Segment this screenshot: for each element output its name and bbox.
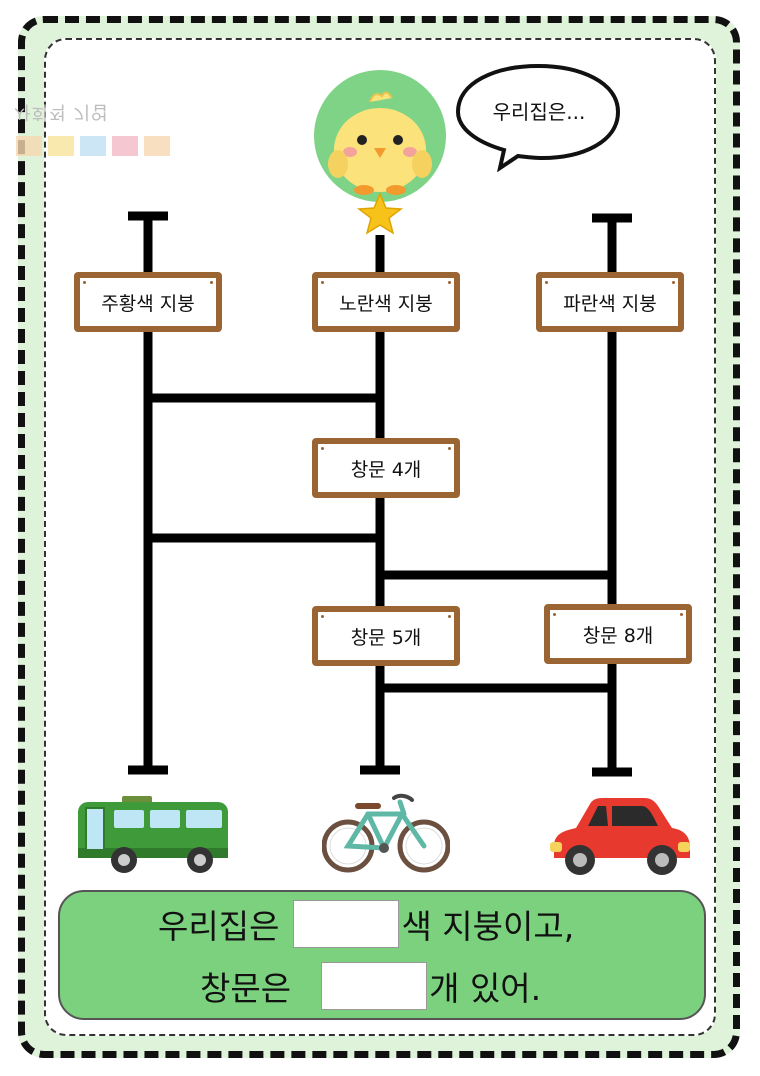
answer-text: 색 지붕이고,: [401, 907, 575, 946]
chick-character: [314, 70, 446, 235]
sign-label: 노란색 지붕: [339, 292, 433, 315]
sign-windows-4: 창문 4개: [312, 438, 460, 498]
answer-text: 우리집은: [158, 907, 280, 946]
sign-roof-blue: 파란색 지붕: [536, 272, 684, 332]
bus-icon: [78, 796, 228, 873]
star-icon: [356, 192, 404, 235]
sign-label: 주황색 지붕: [101, 292, 195, 315]
car-icon: [550, 798, 690, 875]
sign-label: 파란색 지붕: [563, 292, 657, 315]
sign-windows-5: 창문 5개: [312, 606, 460, 666]
window-count-blank[interactable]: [321, 962, 428, 1010]
answer-text: 창문은: [200, 969, 292, 1008]
sign-label: 창문 8개: [582, 624, 654, 647]
watermark: 사회적 기업: [14, 100, 174, 160]
answer-line-roof: 우리집은 색 지붕이고,: [158, 900, 574, 948]
watermark-logo: [16, 136, 170, 156]
bicycle-icon: [322, 793, 450, 873]
sign-windows-8: 창문 8개: [544, 604, 692, 664]
answer-text: 개 있어.: [429, 969, 542, 1008]
roof-color-blank[interactable]: [293, 900, 400, 948]
sign-roof-yellow: 노란색 지붕: [312, 272, 460, 332]
answer-line-windows: 창문은 개 있어.: [200, 962, 541, 1010]
sign-label: 창문 5개: [350, 626, 422, 649]
sign-label: 창문 4개: [350, 458, 422, 481]
speech-bubble: [455, 63, 621, 172]
sign-roof-orange: 주황색 지붕: [74, 272, 222, 332]
speech-bubble-text: 우리집은...: [492, 100, 586, 124]
